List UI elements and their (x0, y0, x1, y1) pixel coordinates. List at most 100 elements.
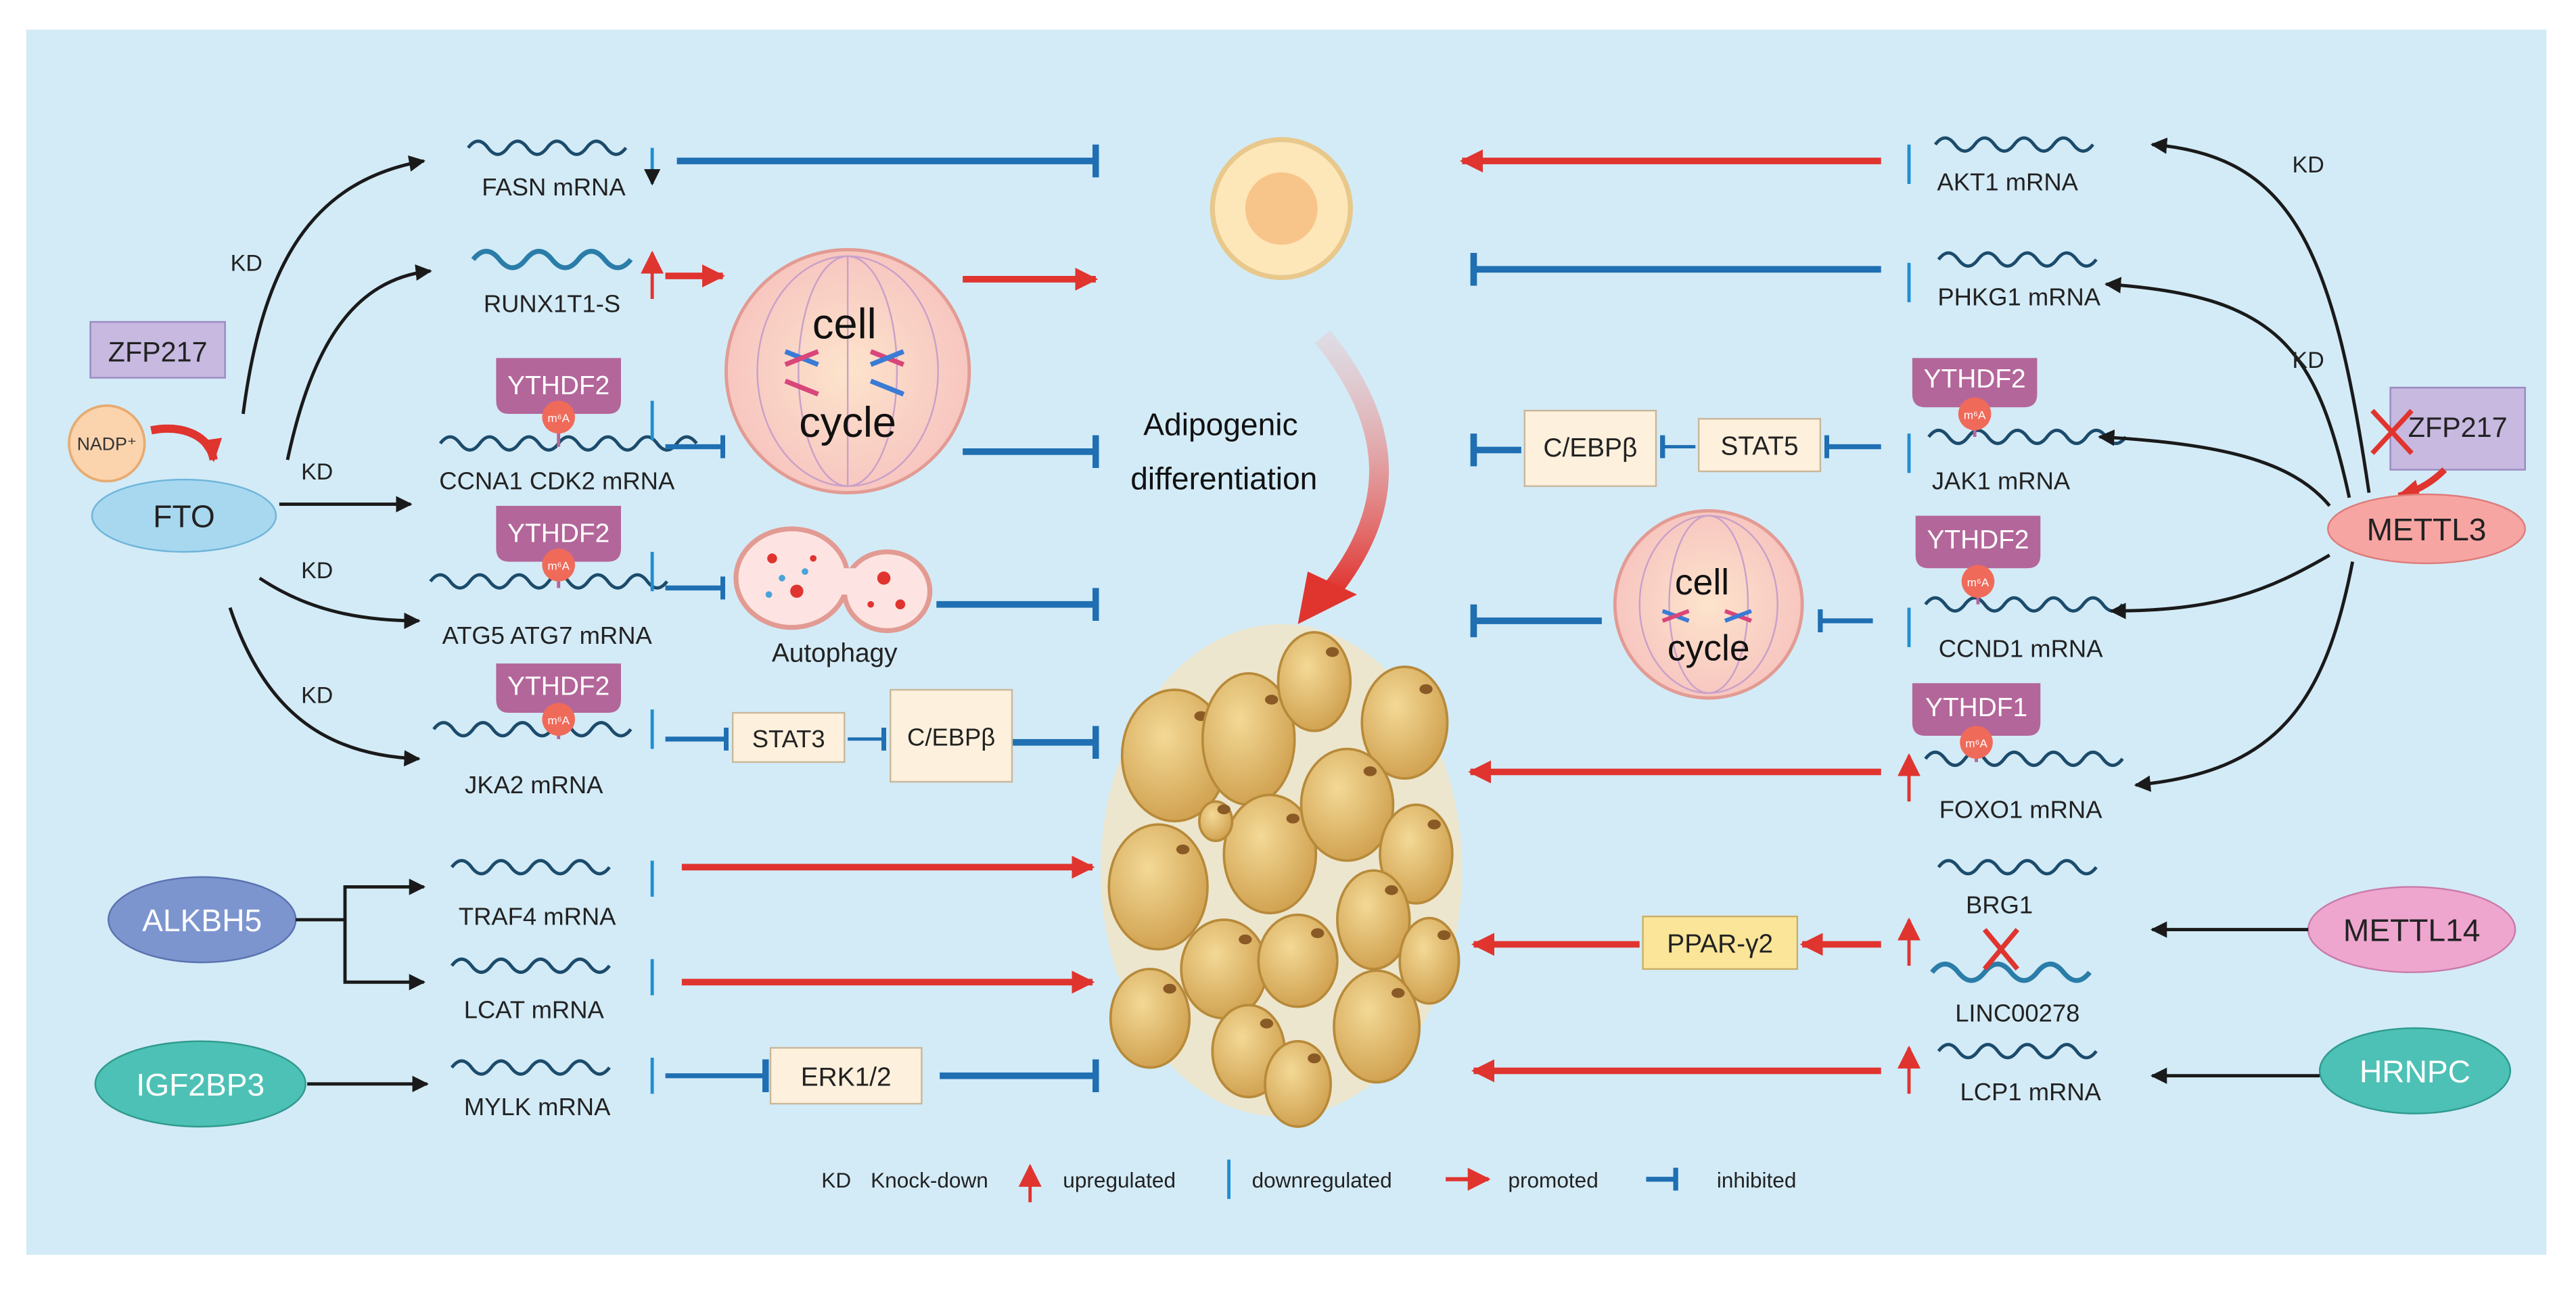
adipocyte-nucleus (1260, 1018, 1274, 1029)
m6a-label-1: m⁶A (547, 412, 570, 425)
left-connectors (665, 144, 1099, 1092)
adipocyte-nucleus (1325, 647, 1339, 657)
legend-kd-abbr: KD (821, 1168, 851, 1192)
lcat-label: LCAT mRNA (464, 996, 605, 1024)
adipocyte-cell (1360, 665, 1449, 780)
autophagy-graphic: Autophagy (733, 526, 933, 668)
mettl3-label: METTL3 (2367, 512, 2487, 547)
adipocyte-nucleus (1392, 988, 1405, 998)
right-cycle-text: cycle (1668, 628, 1750, 668)
legend-up-text: upregulated (1063, 1168, 1176, 1192)
brg1-linc-block-icon (1982, 928, 2020, 971)
linc-label: LINC00278 (1955, 1000, 2079, 1027)
fto-to-runx-arrow (285, 264, 432, 461)
ythdf2-reader-3: YTHDF2 m⁶A (496, 663, 621, 739)
kd-label-4: KD (301, 682, 333, 708)
atg5-wave (429, 573, 668, 590)
adipocyte-cell (1276, 631, 1352, 732)
stat3-label: STAT3 (752, 725, 825, 753)
m6a-circle-1 (542, 400, 575, 434)
differentiation-label: differentiation (1130, 461, 1317, 496)
runx-label: RUNX1T1-S (484, 289, 620, 317)
fto-ellipse (91, 478, 277, 553)
fasn-wave (467, 139, 628, 156)
ythdf2-label-2: YTHDF2 (507, 519, 610, 548)
ythdf2-reader-r2: YTHDF2 m⁶A (1915, 515, 2041, 605)
lcp1-label: LCP1 mRNA (1960, 1078, 2102, 1106)
fto-to-jka2-arrow (228, 607, 421, 767)
adipocyte-nucleus (1438, 930, 1451, 941)
pparg-label: PPAR-γ2 (1667, 930, 1773, 959)
runx-wave (471, 248, 633, 271)
m6a-r-circle-3 (1960, 726, 1993, 759)
mettl3-arrows (2098, 137, 2371, 792)
adipocyte-nucleus (1385, 885, 1398, 895)
lcp1-wave (1937, 1043, 2098, 1060)
m6a-r-label-1: m⁶A (1964, 408, 1986, 421)
adipocyte-nucleus (1308, 1053, 1321, 1064)
akt1-wave (1933, 136, 2094, 153)
phkg1-label: PHKG1 mRNA (1937, 283, 2100, 311)
pparg-box (1642, 915, 1799, 970)
m6a-circle-3 (542, 703, 575, 736)
m6a-label-2: m⁶A (547, 560, 570, 573)
adipogenic-label: Adipogenic (1143, 407, 1297, 442)
adipocyte-nucleus (1363, 766, 1377, 776)
differentiation-arrow (1314, 330, 1389, 598)
jak1-wave (1927, 428, 2128, 446)
zfp217-left-box (89, 321, 226, 379)
mature-adipocytes (1101, 624, 1463, 1128)
kd-label-2: KD (301, 459, 333, 485)
fto-to-atg5-arrow (258, 576, 421, 630)
m6a-r-circle-1 (1958, 397, 1992, 431)
alkbh5-label: ALKBH5 (142, 903, 262, 938)
legend: KD Knock-down upregulated downregulated … (821, 1159, 1796, 1202)
ythdf2-reader-r1: YTHDF2 m⁶A (1912, 358, 2038, 437)
mettl3-to-jak1-arrow (2098, 429, 2331, 507)
ythdf2-r-label-2: YTHDF2 (1927, 525, 2029, 555)
adipocyte-nucleus (1239, 934, 1252, 945)
mettl14-label: METTL14 (2343, 913, 2481, 948)
adipocyte-cell (1264, 1039, 1332, 1128)
fto-label: FTO (153, 499, 214, 534)
adipocyte-nucleus (1163, 983, 1176, 994)
right-cell-text: cell (1675, 563, 1729, 603)
adipocyte-cell (1300, 747, 1395, 862)
jka2-label: JKA2 mRNA (465, 771, 603, 799)
phkg1-wave (1937, 251, 2098, 268)
nadp-label: NADP⁺ (77, 433, 137, 454)
zfp217-block-icon (2370, 408, 2414, 455)
ythdf2-r-label-1: YTHDF2 (1924, 365, 2026, 394)
akt1-label: AKT1 mRNA (1937, 168, 2079, 196)
lcat-wave (450, 957, 611, 975)
zfp217-right-box (2389, 386, 2526, 471)
ythdf2-label-3: YTHDF2 (507, 672, 610, 701)
left-regulators: ZFP217 NADP⁺ FTO (68, 321, 277, 553)
adipocyte-cell (1109, 968, 1191, 1069)
fasn-label: FASN mRNA (482, 173, 626, 201)
adipocyte-cell (1222, 793, 1318, 915)
autophagy-label: Autophagy (772, 639, 898, 668)
m6a-circle-2 (542, 548, 575, 582)
brg1-wave (1937, 859, 2098, 876)
adipocyte-cell (1107, 823, 1209, 951)
m6a-r-circle-2 (1961, 565, 1995, 598)
ythdf2-reader-1: YTHDF2 m⁶A (496, 358, 621, 447)
m6a-r-label-2: m⁶A (1967, 576, 1990, 589)
mylk-wave (450, 1059, 611, 1076)
cebpb-left-box (890, 688, 1013, 783)
ccnd1-label: CCND1 mRNA (1939, 634, 2103, 662)
jak1-label: JAK1 mRNA (1932, 467, 2071, 495)
right-mrna-labels: AKT1 mRNA PHKG1 mRNA JAK1 mRNA CCND1 mRN… (1932, 168, 2103, 1106)
ccnd1-wave (1924, 596, 2124, 613)
ythdf1-reader: YTHDF1 m⁶A (1912, 683, 2041, 762)
adipocyte-cell (1333, 969, 1421, 1084)
left-cell-text: cell (812, 300, 877, 348)
legend-kd-text: Knock-down (871, 1168, 988, 1192)
mettl3-to-akt1-arrow (2150, 137, 2371, 493)
igf2bp3-ellipse (94, 1040, 306, 1128)
left-mrna-labels: FASN mRNA RUNX1T1-S CCNA1 CDK2 mRNA ATG5… (439, 173, 675, 1121)
adipocyte-nucleus (1265, 695, 1279, 705)
atg5-label: ATG5 ATG7 mRNA (442, 621, 653, 649)
